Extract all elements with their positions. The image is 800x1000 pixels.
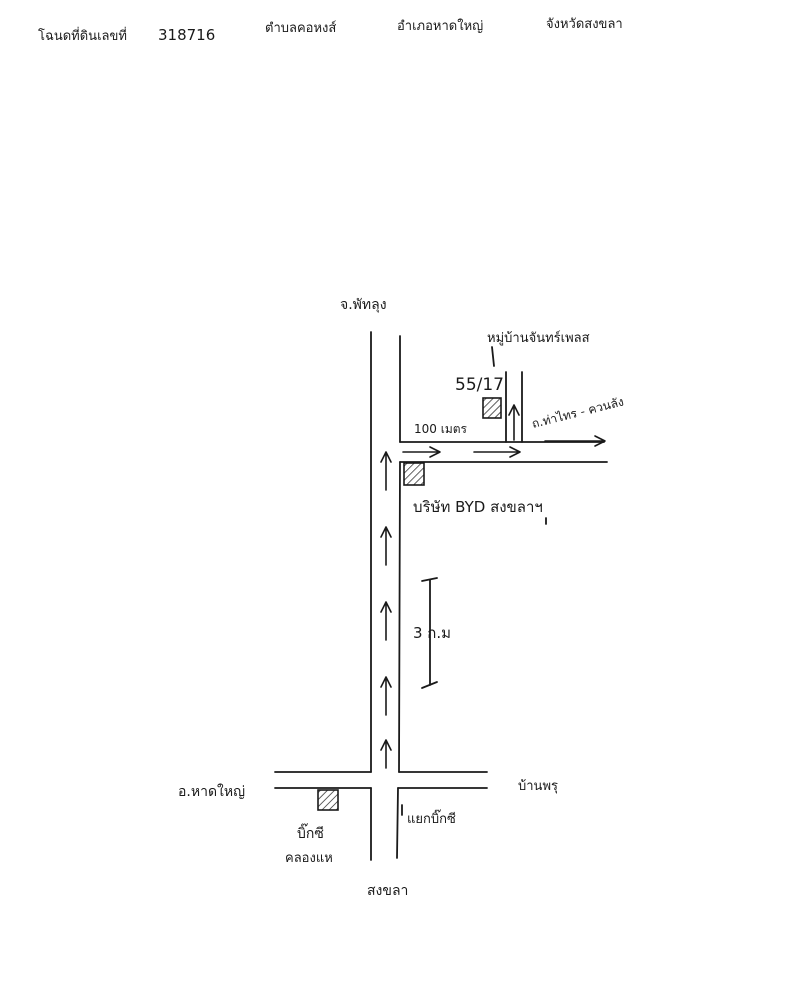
- side-road-arrows: [402, 404, 606, 458]
- header: โฉนดที่ดินเลขที่ 318716 ตำบลคอหงส์ อำเภอ…: [38, 17, 623, 44]
- soi-road: [505, 371, 523, 443]
- arrow-right-icon: [473, 446, 521, 458]
- bigc-label-line1: บิ๊กซี: [297, 823, 324, 842]
- plot-marker: [482, 397, 502, 419]
- cross-road-label: ถ.ท่าไทร - ควนลัง: [530, 395, 625, 431]
- main-road: [370, 331, 401, 861]
- distance-bracket-top: [421, 577, 438, 582]
- distance-bracket: [421, 577, 438, 689]
- junction-name-label: แยกบิ๊กซี: [407, 809, 456, 827]
- arrow-up-icon: [380, 676, 392, 716]
- side-distance-label: 100 เมตร: [414, 422, 468, 436]
- village-label: หมู่บ้านจันทร์เพลส: [487, 330, 590, 346]
- deed-label: โฉนดที่ดินเลขที่: [38, 27, 127, 44]
- arrow-right-icon: [402, 446, 441, 458]
- west-destination-label: อ.หาดใหญ่: [178, 783, 245, 800]
- main-distance-label: 3 ก.ม: [413, 624, 451, 642]
- south-destination-label: สงขลา: [367, 883, 408, 899]
- arrow-right-icon: [544, 435, 606, 447]
- main-road-east-edge-south: [396, 787, 399, 859]
- deed-number: 318716: [158, 26, 215, 44]
- province: จังหวัดสงขลา: [546, 17, 623, 32]
- main-road-east-edge-lower: [398, 461, 401, 773]
- village-leader-line: [491, 346, 495, 367]
- arrow-up-icon: [380, 526, 392, 566]
- arrow-up-icon: [508, 404, 520, 441]
- bigc-label-line2: คลองแห: [285, 851, 333, 866]
- arrow-up-icon: [380, 451, 392, 491]
- district: อำเภอหาดใหญ่: [397, 18, 483, 34]
- byd-building-marker: [403, 462, 425, 486]
- byd-company-label: บริษัท BYD สงขลาฯ: [413, 498, 543, 516]
- east-destination-label: บ้านพรุ: [518, 779, 558, 794]
- plot-number-label: 55/17: [455, 375, 504, 395]
- main-road-arrows: [380, 451, 392, 769]
- arrow-up-icon: [380, 739, 392, 769]
- bigc-building-marker: [317, 789, 339, 811]
- north-destination-label: จ.พัทลุง: [340, 297, 387, 313]
- arrow-up-icon: [380, 601, 392, 641]
- subdistrict: ตำบลคอหงส์: [265, 20, 336, 36]
- side-road: [399, 441, 608, 463]
- distance-bracket-bottom: [421, 681, 438, 689]
- cross-road: [274, 771, 488, 789]
